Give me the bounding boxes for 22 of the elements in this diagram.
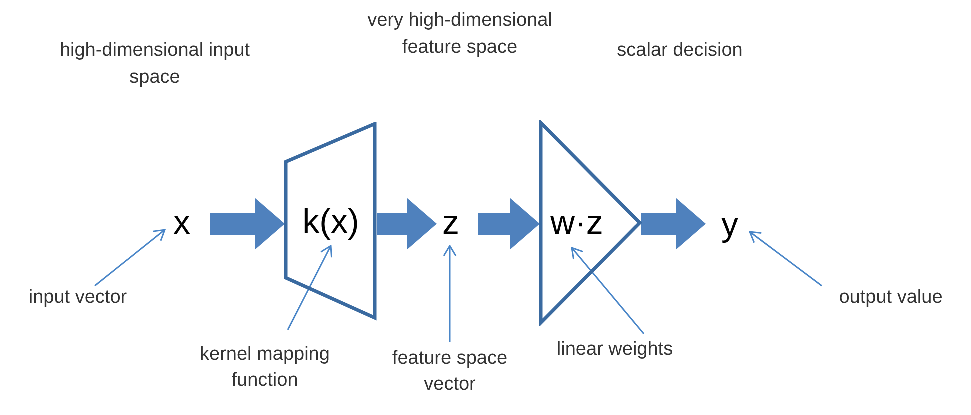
math-symbol: z — [442, 206, 460, 240]
annotation-text: input vector — [28, 286, 128, 310]
leader-arrow — [571, 247, 645, 334]
annotation-text: feature space vector — [391, 347, 509, 397]
block-arrow — [478, 198, 540, 250]
leader-arrow — [94, 229, 166, 287]
annotation-text: kernel mapping function — [199, 343, 331, 393]
block-arrow — [210, 198, 285, 250]
annotation-text: output value — [839, 286, 943, 310]
block-arrow — [641, 198, 706, 250]
leader-arrow — [287, 245, 333, 330]
annotation-text: linear weights — [556, 338, 674, 362]
math-symbol: k(x) — [302, 204, 360, 238]
space-label: very high-dimensional feature space — [366, 9, 554, 60]
block-arrow — [377, 198, 437, 250]
math-symbol: y — [722, 208, 738, 242]
space-label: scalar decision — [616, 39, 744, 63]
math-symbol: w·z — [550, 206, 604, 240]
space-label: high-dimensional input space — [58, 39, 252, 90]
leader-arrow — [443, 245, 457, 342]
math-symbol: x — [174, 206, 190, 240]
leader-arrow — [749, 231, 822, 287]
